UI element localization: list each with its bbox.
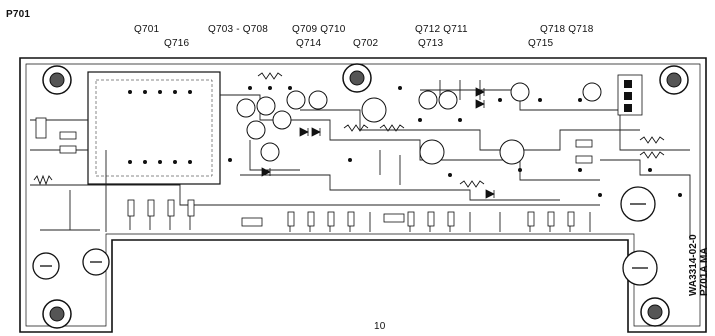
ic-block bbox=[87, 71, 221, 185]
transistors bbox=[236, 82, 602, 165]
electrolytic-capacitors bbox=[32, 186, 658, 286]
part-number-line-2: P701A MA bbox=[699, 247, 710, 296]
label-q715: Q715 bbox=[528, 38, 554, 49]
label-q702: Q702 bbox=[353, 38, 379, 49]
mounting-hole bbox=[42, 63, 689, 329]
label-q703-q708: Q703 - Q708 bbox=[208, 24, 269, 35]
small-components bbox=[35, 74, 643, 227]
part-number-line-1: WA3314-02-0 bbox=[688, 234, 699, 296]
label-q709-q710: Q709 Q710 bbox=[292, 24, 346, 35]
label-q713: Q713 bbox=[418, 38, 444, 49]
label-q712-q711: Q712 Q711 bbox=[415, 24, 468, 35]
pads bbox=[128, 86, 682, 197]
board-outline bbox=[19, 57, 707, 333]
board-label: P701 bbox=[6, 9, 31, 20]
connector-pins bbox=[624, 80, 632, 112]
label-q701: Q701 bbox=[134, 24, 160, 35]
label-q718-q718: Q718 Q718 bbox=[540, 24, 594, 35]
diodes bbox=[261, 87, 495, 199]
resistors bbox=[33, 72, 665, 188]
page-number: 10 bbox=[374, 321, 386, 332]
label-q716: Q716 bbox=[164, 38, 190, 49]
label-q714: Q714 bbox=[296, 38, 322, 49]
board-part-number: WA3314-02-0 P701A MA bbox=[688, 234, 710, 296]
